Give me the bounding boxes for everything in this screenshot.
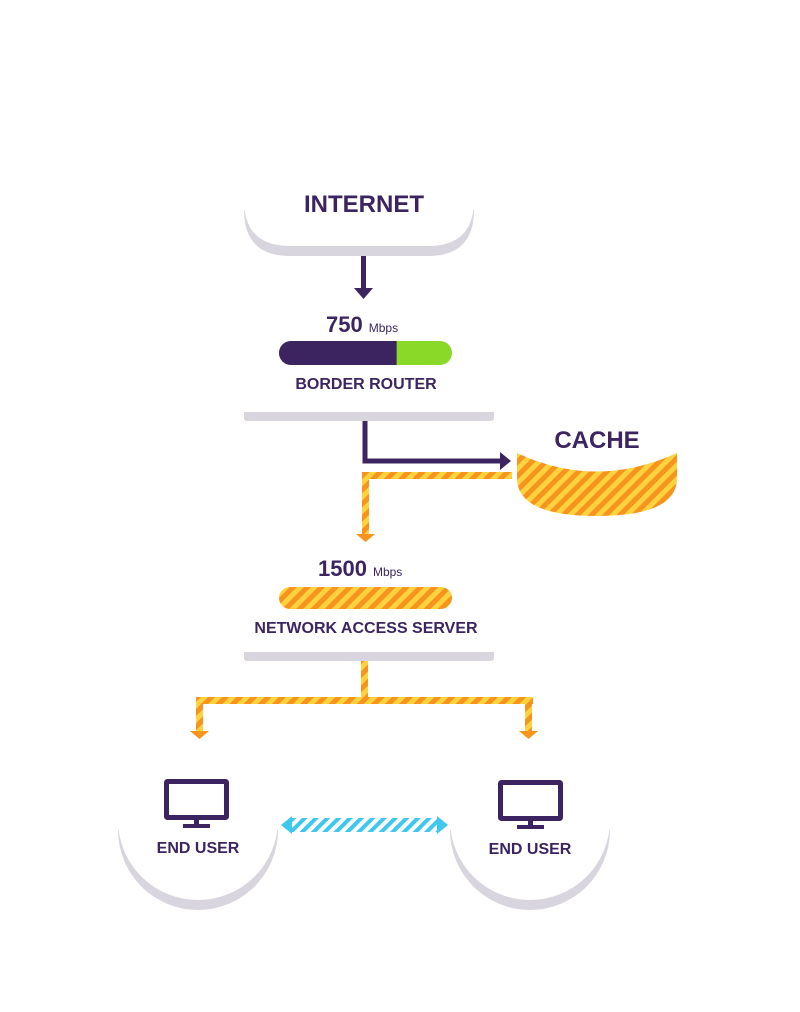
border-router-speed: 750 Mbps: [326, 312, 398, 338]
border-router-bar-used: [279, 341, 397, 365]
internet-node-shape: [244, 200, 474, 246]
cache-label: CACHE: [554, 427, 640, 454]
nas-speed-value: 1500: [318, 556, 367, 581]
nas-base: [244, 644, 494, 661]
internet-label: INTERNET: [304, 191, 424, 218]
border-router-bar: [279, 341, 452, 365]
cache-to-nas-connector: [356, 472, 512, 542]
nas-label: NETWORK ACCESS SERVER: [254, 620, 478, 637]
end-user-label-left: END USER: [156, 840, 240, 857]
end-user-label-right: END USER: [488, 841, 572, 858]
nas-speed: 1500 Mbps: [318, 556, 402, 582]
end-user-node-right-shape: [450, 820, 610, 910]
end-user-node-left-shape: [118, 820, 278, 910]
internet-node: [244, 200, 474, 256]
border-router-speed-value: 750: [326, 312, 363, 337]
router-to-cache-arrow: [362, 421, 511, 470]
peer-link-arrow: [281, 816, 448, 834]
border-router-speed-unit: Mbps: [368, 321, 399, 335]
cache-node-shape: [517, 453, 677, 516]
monitor-icon: [164, 779, 229, 828]
nas-to-users-connector: [190, 661, 538, 739]
border-router-base: [244, 404, 494, 421]
nas-speed-unit: Mbps: [372, 565, 403, 579]
nas-bar: [279, 587, 452, 609]
monitor-icon: [498, 780, 563, 829]
border-router-label: BORDER ROUTER: [295, 376, 437, 393]
internet-to-router-arrow: [354, 256, 373, 299]
